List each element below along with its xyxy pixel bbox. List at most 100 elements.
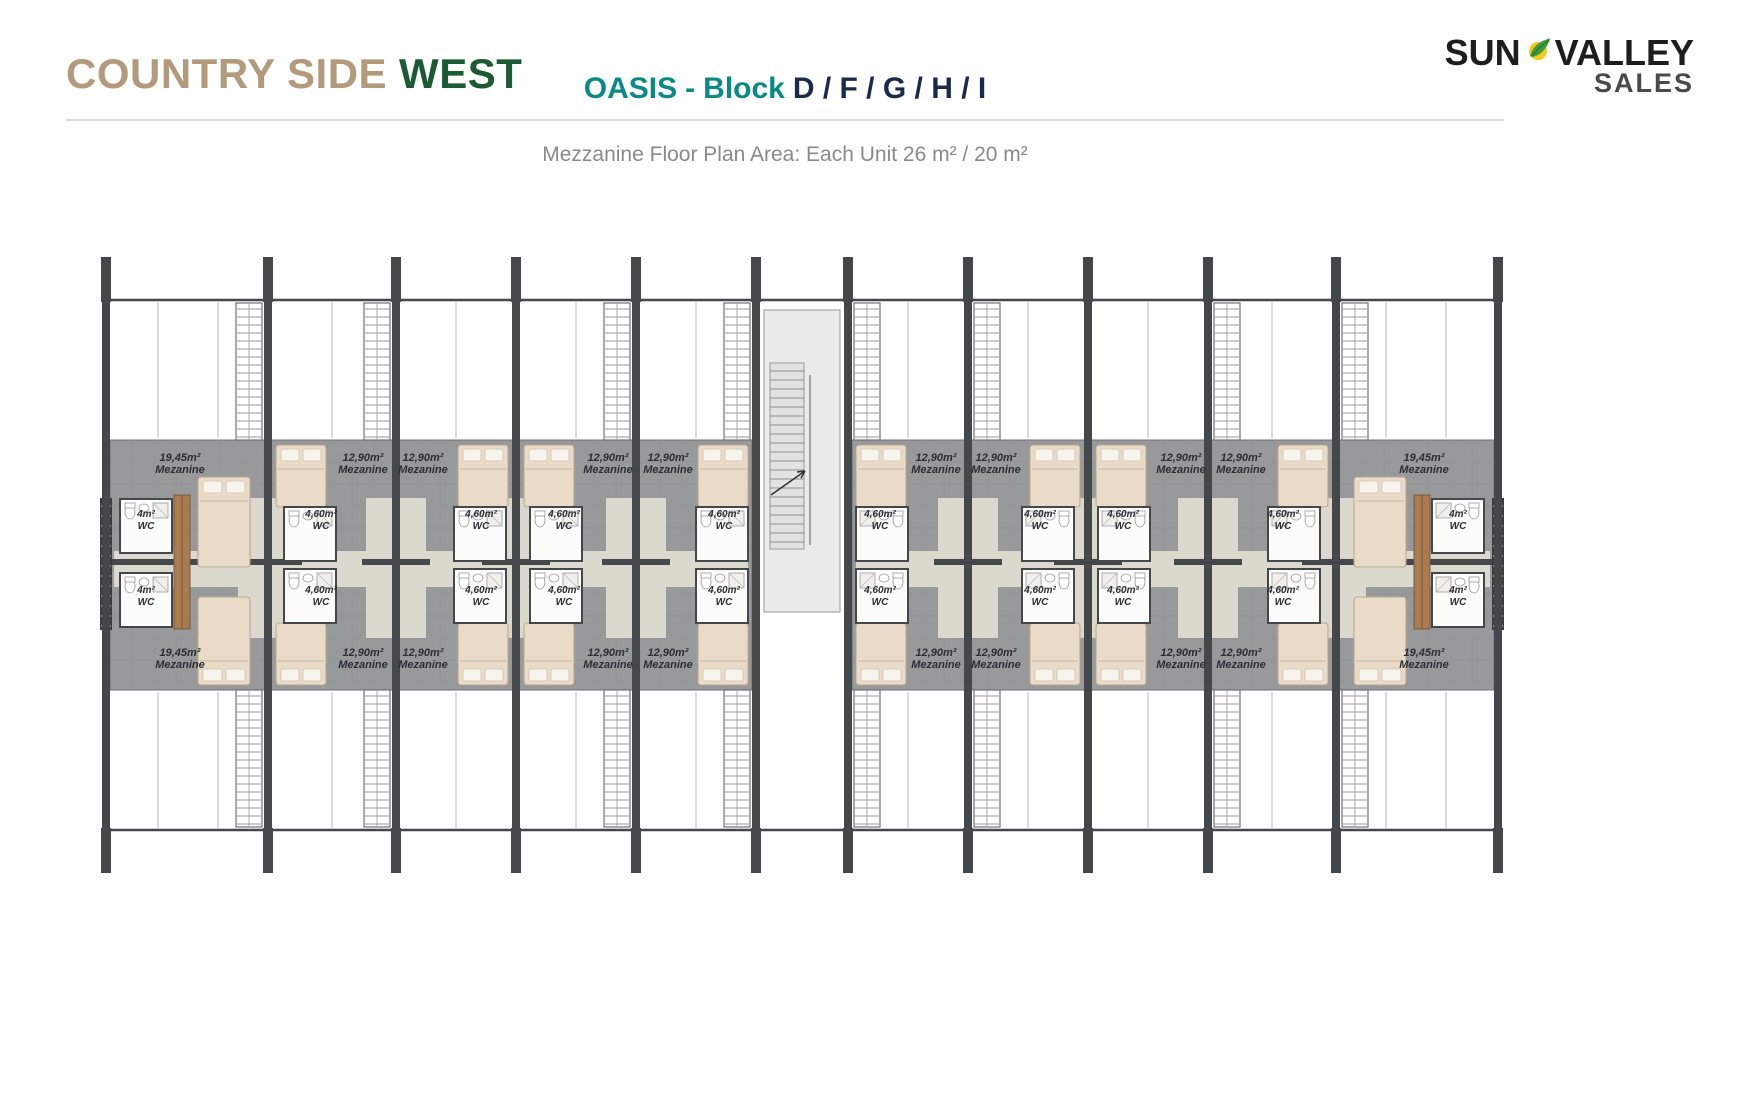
stair-void xyxy=(1341,302,1369,441)
stair-void xyxy=(853,302,881,441)
wc-room xyxy=(283,568,337,624)
sink-icon xyxy=(714,511,726,521)
sink-icon xyxy=(1290,573,1302,583)
column xyxy=(263,257,273,302)
stair-void xyxy=(723,302,751,441)
logo-word-sun: SUN xyxy=(1444,32,1521,73)
wc-room xyxy=(529,568,583,624)
logo-line1: SUN VALLEY xyxy=(1445,34,1694,72)
sink-icon xyxy=(878,573,890,583)
column xyxy=(101,257,111,302)
stair-void xyxy=(603,689,631,828)
wall xyxy=(1084,300,1092,830)
stair-void xyxy=(603,302,631,441)
wall xyxy=(964,300,972,830)
header-divider xyxy=(66,119,1504,121)
stair-void xyxy=(973,689,1001,828)
bed-icon xyxy=(1095,444,1147,508)
column xyxy=(963,257,973,302)
column xyxy=(511,257,521,302)
wall xyxy=(102,300,110,830)
wall xyxy=(844,300,852,830)
bed-icon xyxy=(1095,622,1147,686)
stair-void xyxy=(1213,302,1241,441)
wc-room xyxy=(1097,568,1151,624)
wc-room xyxy=(283,506,337,562)
wc-room xyxy=(529,506,583,562)
bed-icon xyxy=(197,596,251,686)
sink-icon xyxy=(1290,511,1302,521)
column xyxy=(1493,828,1503,873)
sink-icon xyxy=(472,573,484,583)
stair-void xyxy=(723,689,751,828)
column xyxy=(391,828,401,873)
wall xyxy=(1332,300,1340,830)
logo-word-valley: VALLEY xyxy=(1554,32,1694,73)
wc-room xyxy=(453,568,507,624)
column xyxy=(1203,828,1213,873)
logo-word-sales: SALES xyxy=(1593,68,1694,98)
block-right xyxy=(843,257,1504,873)
column xyxy=(751,257,761,302)
bed-icon xyxy=(697,444,749,508)
plan-title-block-word: Block xyxy=(703,72,785,105)
brand-primary: COUNTRY SIDE xyxy=(66,50,388,97)
wall xyxy=(512,300,520,830)
column xyxy=(1493,257,1503,302)
sink-icon xyxy=(1120,573,1132,583)
wc-room xyxy=(855,568,909,624)
wc-room xyxy=(855,506,909,562)
bed-icon xyxy=(1277,622,1329,686)
sink-icon xyxy=(714,573,726,583)
plan-title-blocks: D / F / G / H / I xyxy=(792,72,987,105)
plan-title-separator: - xyxy=(685,72,696,105)
bed-icon xyxy=(1353,476,1407,568)
plan-subtitle: Mezzanine Floor Plan Area: Each Unit 26 … xyxy=(542,143,1028,166)
column xyxy=(963,828,973,873)
sink-icon xyxy=(472,511,484,521)
column xyxy=(631,828,641,873)
bed-icon xyxy=(457,622,509,686)
wall xyxy=(1494,300,1502,830)
wc-room xyxy=(695,568,749,624)
stair-flight xyxy=(769,362,805,550)
wc-room xyxy=(1431,498,1485,554)
stair-void xyxy=(1213,689,1241,828)
sink-icon xyxy=(1454,503,1466,513)
sink-icon xyxy=(548,573,560,583)
column xyxy=(391,257,401,302)
stair-void xyxy=(973,302,1001,441)
bed-icon xyxy=(275,622,327,686)
column xyxy=(1083,257,1093,302)
column xyxy=(843,257,853,302)
company-logo: SUN VALLEY SALES xyxy=(1445,34,1694,99)
wall xyxy=(632,300,640,830)
block-left xyxy=(100,257,761,873)
column xyxy=(263,828,273,873)
